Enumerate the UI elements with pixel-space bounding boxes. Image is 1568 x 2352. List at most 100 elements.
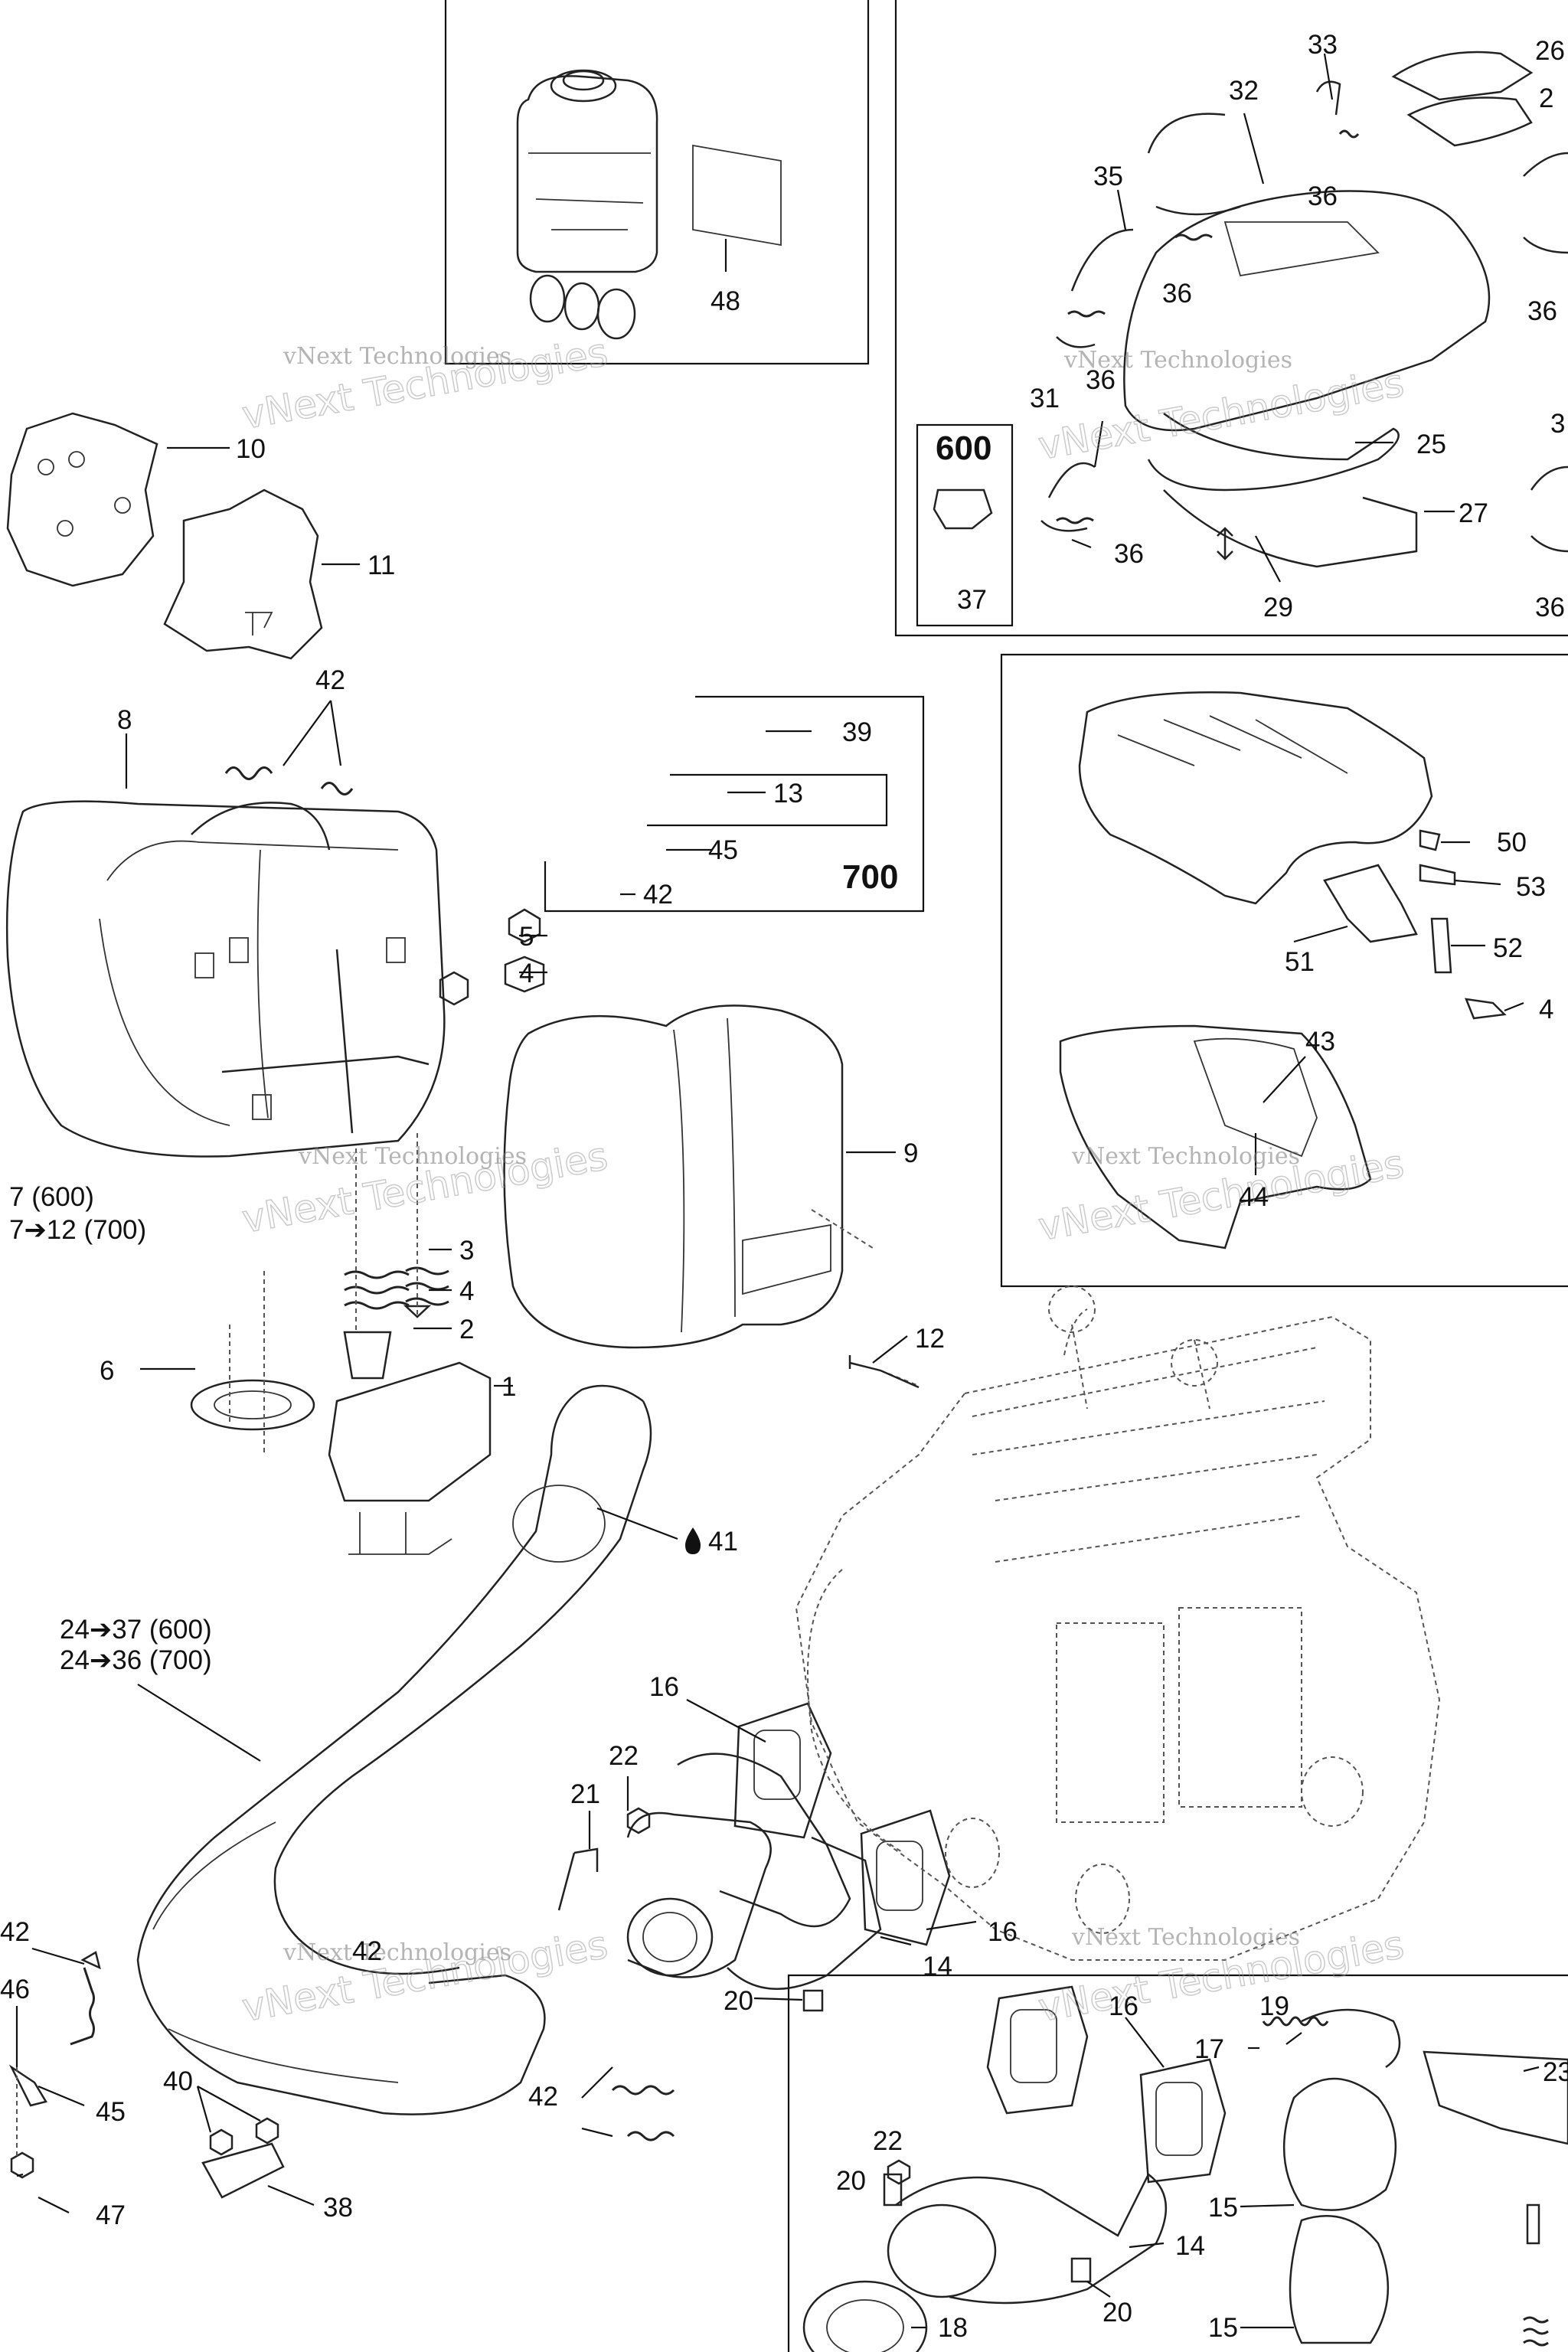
- section-boxes: [444, 0, 1568, 2352]
- callout-47: 47: [96, 2200, 126, 2230]
- watermark-text: vNext Technologies: [283, 343, 511, 370]
- callout-5: 5: [519, 922, 534, 952]
- callout-14: 14: [1175, 2231, 1205, 2261]
- callout-37: 37: [957, 585, 987, 615]
- tuned-pipe-cover: [933, 51, 1568, 568]
- muffler: [5, 800, 446, 1158]
- callout-45: 45: [708, 835, 738, 865]
- watermark-text: vNext Technologies: [283, 1939, 511, 1966]
- callout-43: 43: [1305, 1027, 1335, 1057]
- callout-20: 20: [836, 2166, 866, 2196]
- callout-22: 22: [873, 2126, 903, 2156]
- callout-53: 53: [1516, 872, 1546, 902]
- callout-39: 39: [842, 717, 872, 747]
- callout-4-right: 4: [1539, 995, 1553, 1024]
- callout-38: 38: [323, 2193, 353, 2223]
- box-label-600: 600: [936, 430, 991, 467]
- watermark-text: vNext Technologies: [298, 1143, 527, 1170]
- callout-22: 22: [609, 1741, 639, 1771]
- tuned-pipe-box: [894, 0, 1568, 637]
- callout-8: 8: [117, 705, 132, 735]
- callout-50: 50: [1497, 828, 1527, 858]
- callout-24-36-700: 24➔36 (700): [60, 1645, 212, 1675]
- callout-13: 13: [773, 779, 803, 808]
- callout-36: 36: [1162, 279, 1192, 309]
- leader-lines: [15, 53, 1540, 2329]
- callout-21: 21: [570, 1779, 600, 1809]
- gasket-11: [163, 488, 323, 660]
- manifold-bottom-right: [802, 1985, 1568, 2352]
- callout-31: 31: [1030, 384, 1060, 413]
- oil-tank: [516, 69, 782, 340]
- callout-36: 36: [1535, 593, 1565, 622]
- callout-23: 23: [1543, 2057, 1568, 2087]
- watermark-text: vNext Technologies: [1071, 1924, 1300, 1951]
- engine-outline: [795, 1285, 1441, 1961]
- callout-42: 42: [352, 1936, 382, 1966]
- callout-11: 11: [368, 550, 395, 580]
- watermark-text: vNext Technologies: [1071, 1143, 1300, 1170]
- callout-1: 1: [501, 1372, 516, 1402]
- callout-15: 15: [1208, 2193, 1238, 2223]
- callout-45: 45: [96, 2097, 126, 2127]
- callout-10: 10: [236, 434, 266, 464]
- callout-48: 48: [710, 286, 740, 316]
- callout-4: 4: [459, 1276, 474, 1306]
- callout-2-right: 2: [1539, 83, 1553, 113]
- box-label-700: 700: [842, 858, 898, 896]
- callout-2: 2: [459, 1315, 474, 1344]
- callout-15: 15: [1208, 2313, 1238, 2343]
- air-box-cover: [1059, 691, 1507, 1250]
- callout-25: 25: [1416, 430, 1446, 459]
- callout-17: 17: [1194, 2034, 1224, 2064]
- callout-29: 29: [1263, 593, 1293, 622]
- callout-26: 26: [1535, 36, 1565, 66]
- callout-33: 33: [1308, 30, 1338, 60]
- callout-32: 32: [1229, 76, 1259, 106]
- callout-42: 42: [643, 880, 673, 910]
- callout-9: 9: [903, 1138, 918, 1168]
- callout-36: 36: [1527, 296, 1557, 326]
- callout-35: 35: [1093, 162, 1123, 191]
- callout-44: 44: [1239, 1182, 1269, 1212]
- callout-labels: 48 10 11 42 8 39 13 45 42 5 4 9 7 (600) …: [0, 30, 1568, 2343]
- oil-tank-box: [444, 0, 870, 365]
- gasket-10: [6, 412, 158, 587]
- callout-16: 16: [988, 1917, 1018, 1947]
- callout-19: 19: [1259, 1991, 1289, 2021]
- callout-51: 51: [1285, 947, 1315, 977]
- muffler-shell: [503, 1004, 844, 1349]
- callout-41: 41: [708, 1527, 738, 1557]
- callout-12: 12: [915, 1324, 945, 1354]
- callout-42: 42: [0, 1917, 30, 1947]
- watermark-outline: vNext Technologies: [239, 1922, 611, 2030]
- oil-drop-icon: [685, 1527, 701, 1554]
- callout-16: 16: [1109, 1991, 1138, 2021]
- callout-3-right: 3: [1550, 409, 1565, 439]
- box-600: [916, 423, 1014, 627]
- spring-42a: [224, 766, 273, 780]
- box-700: [544, 695, 925, 913]
- callout-7-12-700: 7➔12 (700): [9, 1215, 146, 1245]
- callout-20: 20: [1102, 2298, 1132, 2328]
- callout-6: 6: [100, 1356, 114, 1386]
- callout-46: 46: [0, 1975, 30, 2004]
- callout-14: 14: [923, 1952, 952, 1981]
- callout-7-600: 7 (600): [9, 1182, 94, 1212]
- gaskets: [6, 412, 323, 660]
- tuned-pipe: [136, 1384, 772, 2115]
- hardware-left: [190, 766, 920, 1555]
- callout-40: 40: [163, 2066, 193, 2096]
- callout-3: 3: [459, 1236, 474, 1266]
- callout-4: 4: [519, 959, 534, 988]
- callout-36: 36: [1114, 539, 1144, 569]
- box-700-inner: [647, 773, 888, 827]
- manifold-box: [787, 1974, 1568, 2352]
- callout-16: 16: [649, 1672, 679, 1702]
- callout-52: 52: [1493, 933, 1523, 963]
- callout-24-37-600: 24➔37 (600): [60, 1615, 212, 1645]
- manifold-left: [557, 1702, 951, 2012]
- hardware-bottom-left: [8, 1951, 675, 2199]
- watermark-text: vNext Technologies: [1063, 347, 1292, 374]
